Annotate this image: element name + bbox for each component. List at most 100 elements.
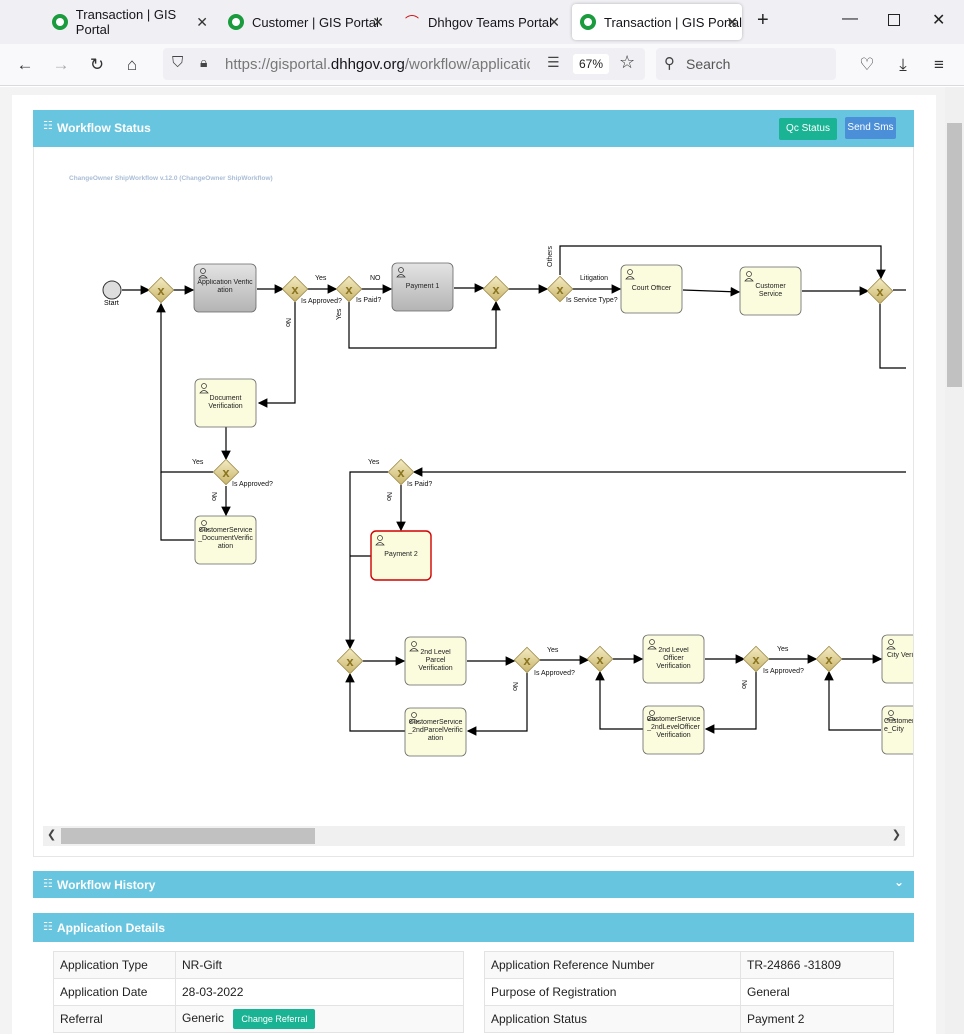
- downloads-icon[interactable]: ⤓: [899, 55, 907, 74]
- change-referral-button[interactable]: Change Referral: [233, 1009, 316, 1029]
- start-label: Start: [104, 300, 119, 307]
- svg-text:x: x: [345, 282, 353, 297]
- edge-label: Is Approved?: [763, 668, 804, 675]
- task-customer-service[interactable]: [739, 266, 802, 316]
- back-icon[interactable]: ←: [16, 55, 34, 74]
- search-box[interactable]: ⚲ Search: [656, 48, 836, 80]
- edge-label: No: [385, 492, 392, 501]
- task-label: Application Verification: [197, 279, 253, 294]
- row-value-cell: Generic Change Referral: [175, 1005, 464, 1033]
- edge-label: Is Approved?: [232, 481, 273, 488]
- new-tab-icon[interactable]: +: [757, 9, 769, 31]
- scroll-left-icon[interactable]: ❮: [47, 829, 57, 841]
- edge-label: No: [210, 492, 217, 501]
- page-scrollbar[interactable]: [945, 87, 964, 1034]
- task-parcel-verification[interactable]: [404, 636, 467, 686]
- svg-text:x: x: [346, 654, 354, 669]
- gateway-shapes: [147, 275, 894, 675]
- menu-icon[interactable]: ≡: [934, 55, 944, 74]
- svg-text:x: x: [752, 652, 760, 667]
- task-document-verification[interactable]: [194, 378, 257, 428]
- task-application-verification[interactable]: [193, 263, 257, 313]
- task-officer-verification[interactable]: [642, 634, 705, 684]
- reload-icon[interactable]: ↻: [89, 55, 105, 74]
- svg-text:x: x: [291, 282, 299, 297]
- edge-label: Is Approved?: [301, 298, 342, 305]
- workflow-history-header[interactable]: ☷ Workflow History ⌄: [33, 871, 914, 898]
- svg-text:x: x: [825, 652, 833, 667]
- edge-label: Yes: [547, 647, 559, 654]
- url-text[interactable]: https://gisportal.dhhgov.org/workflow/ap…: [225, 56, 530, 73]
- task-label: Payment 2: [384, 551, 418, 558]
- edge-label: NO: [370, 275, 381, 282]
- window-close-icon[interactable]: ✕: [932, 12, 946, 29]
- edge-label: No: [511, 682, 518, 691]
- row-label: Application Type: [53, 951, 176, 979]
- tab-transaction-1[interactable]: Transaction | GIS Portal ✕: [44, 4, 212, 40]
- maximize-icon[interactable]: [888, 14, 900, 26]
- task-label: City Verification: [887, 652, 914, 659]
- shield-icon[interactable]: ⛉: [172, 54, 184, 71]
- home-icon[interactable]: ⌂: [126, 55, 138, 74]
- edge-label: Is Approved?: [534, 670, 575, 677]
- task-payment-1[interactable]: [391, 262, 454, 312]
- panel-title: Workflow Status: [57, 121, 151, 135]
- reader-view-icon[interactable]: ☰: [547, 54, 560, 70]
- tab-transaction-active[interactable]: Transaction | GIS Portal ✕: [572, 4, 742, 40]
- scrollbar-thumb[interactable]: [947, 123, 962, 387]
- scroll-right-icon[interactable]: ❯: [891, 829, 901, 841]
- task-label: CustomerService_City: [884, 718, 915, 733]
- minimize-icon[interactable]: —: [842, 10, 858, 27]
- close-tab-icon[interactable]: ✕: [372, 14, 384, 30]
- edge-label: Is Service Type?: [566, 297, 618, 304]
- row-label: Referral: [53, 1005, 176, 1033]
- svg-text:x: x: [556, 282, 564, 297]
- address-bar[interactable]: ⛉ 🔒︎ https://gisportal.dhhgov.org/workfl…: [163, 48, 645, 80]
- zoom-level[interactable]: 67%: [573, 54, 609, 74]
- task-label: Court Officer: [631, 285, 672, 292]
- qc-status-button[interactable]: Qc Status: [779, 118, 837, 140]
- edge-label: Yes: [368, 459, 380, 466]
- row-value: Generic: [182, 1011, 225, 1026]
- list-icon: ☷: [43, 921, 53, 933]
- tab-label: Customer | GIS Portal: [252, 14, 379, 30]
- tab-customer[interactable]: Customer | GIS Portal ✕: [220, 4, 388, 40]
- forward-icon[interactable]: →: [52, 55, 70, 74]
- workflow-status-header: ☷ Workflow Status Qc Status Send Sms: [33, 110, 914, 147]
- row-label: Application Reference Number: [484, 951, 741, 979]
- gis-favicon-icon: [228, 14, 244, 30]
- tab-label: Transaction | GIS Portal: [604, 14, 743, 30]
- row-label: Purpose of Registration: [484, 978, 741, 1006]
- chevron-down-icon[interactable]: ⌄: [893, 875, 904, 889]
- tab-teams-portal[interactable]: ⌒ Dhhgov Teams Portal ✕: [396, 4, 564, 40]
- bookmark-star-icon[interactable]: ☆: [619, 52, 636, 72]
- pocket-icon[interactable]: ♡: [859, 55, 875, 74]
- teams-favicon-icon: ⌒: [405, 14, 419, 30]
- tab-label: Transaction | GIS Portal: [75, 7, 177, 37]
- navigation-bar: ← → ↻ ⌂ ⛉ 🔒︎ https://gisportal.dhhgov.or…: [0, 44, 964, 86]
- close-tab-icon[interactable]: ✕: [548, 14, 560, 30]
- diagram-caption: ChangeOwner ShipWorkflow v.12.0 (ChangeO…: [69, 175, 273, 182]
- close-tab-icon[interactable]: ✕: [196, 14, 208, 30]
- send-sms-button[interactable]: Send Sms: [845, 117, 896, 139]
- svg-text:x: x: [876, 284, 884, 299]
- task-cs-parcel-verification[interactable]: [404, 707, 467, 757]
- task-court-officer[interactable]: [620, 264, 683, 314]
- task-cs-officer-verification[interactable]: [642, 705, 705, 755]
- close-tab-icon[interactable]: ✕: [726, 14, 738, 30]
- task-label: Payment 1: [405, 283, 440, 290]
- row-value: General: [740, 978, 894, 1006]
- search-icon: ⚲: [664, 55, 675, 72]
- diagram-horizontal-scrollbar[interactable]: ❮ ❯: [43, 826, 905, 846]
- svg-text:x: x: [157, 283, 165, 298]
- task-cs-document-verification[interactable]: [194, 515, 257, 565]
- lock-icon[interactable]: 🔒︎: [200, 54, 208, 70]
- search-placeholder: Search: [686, 56, 731, 72]
- task-payment-2[interactable]: [370, 530, 432, 581]
- diagram-scroll-thumb[interactable]: [61, 828, 315, 844]
- start-event[interactable]: [102, 280, 122, 300]
- tab-label: Dhhgov Teams Portal: [428, 14, 553, 30]
